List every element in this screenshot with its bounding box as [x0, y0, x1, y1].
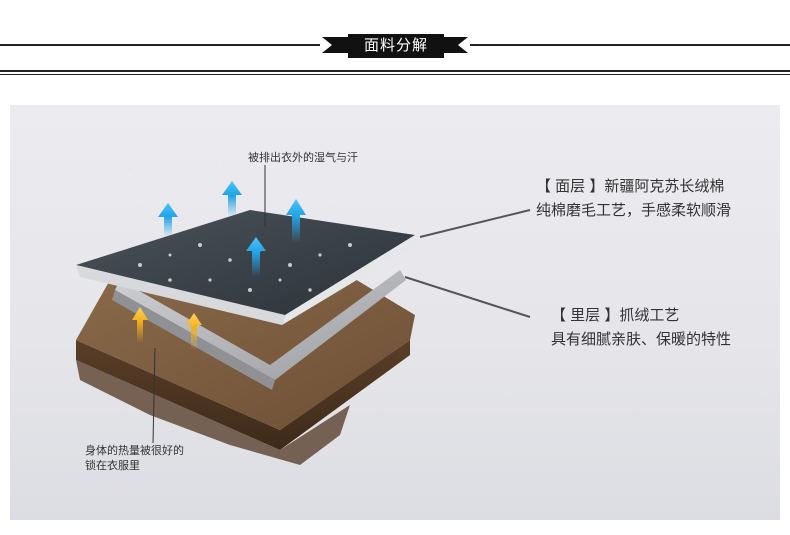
heat-label: 身体的热量被很好的 锁在衣服里 [85, 444, 184, 474]
water-droplets [128, 158, 372, 292]
outer-layer-desc: 【 面层 】新疆阿克苏长绒棉 纯棉磨毛工艺，手感柔软顺滑 [536, 175, 731, 223]
fabric-layers-graphic [76, 158, 531, 465]
outer-layer-detail: 纯棉磨毛工艺，手感柔软顺滑 [536, 202, 732, 219]
outer-leader-line [419, 209, 531, 238]
header-rule-bottom [0, 74, 790, 75]
inner-layer-title: 【 里层 】抓绒工艺 [551, 307, 680, 324]
outer-layer-title: 【 面层 】新疆阿克苏长绒棉 [536, 178, 725, 195]
skin-block-side [76, 340, 410, 450]
header-section: 面料分解 [0, 0, 790, 105]
heat-label-line2: 锁在衣服里 [85, 460, 140, 472]
outer-layer-shape [76, 210, 415, 315]
header-rule-top [0, 70, 790, 72]
header-line-left [0, 44, 320, 46]
heat-label-line1: 身体的热量被很好的 [85, 445, 184, 457]
inner-layer-detail: 具有细腻亲肤、保暖的特性 [551, 331, 732, 348]
fabric-illustration: 被排出衣外的湿气与汗 【 面层 】新疆阿克苏长绒棉 纯棉磨毛工艺，手感柔软顺滑 … [10, 105, 780, 520]
blue-arrow-icons [158, 181, 306, 277]
header-line-right [470, 44, 790, 46]
section-title: 面料分解 [348, 34, 444, 58]
vapor-label: 被排出衣外的湿气与汗 [248, 152, 358, 164]
heat-leader-line [152, 347, 156, 444]
header-ribbon-ends [322, 37, 468, 53]
inner-layer-desc: 【 里层 】抓绒工艺 具有细腻亲肤、保暖的特性 [551, 304, 731, 352]
yellow-arrow-icons [132, 307, 202, 350]
inner-leader-line [404, 276, 531, 318]
